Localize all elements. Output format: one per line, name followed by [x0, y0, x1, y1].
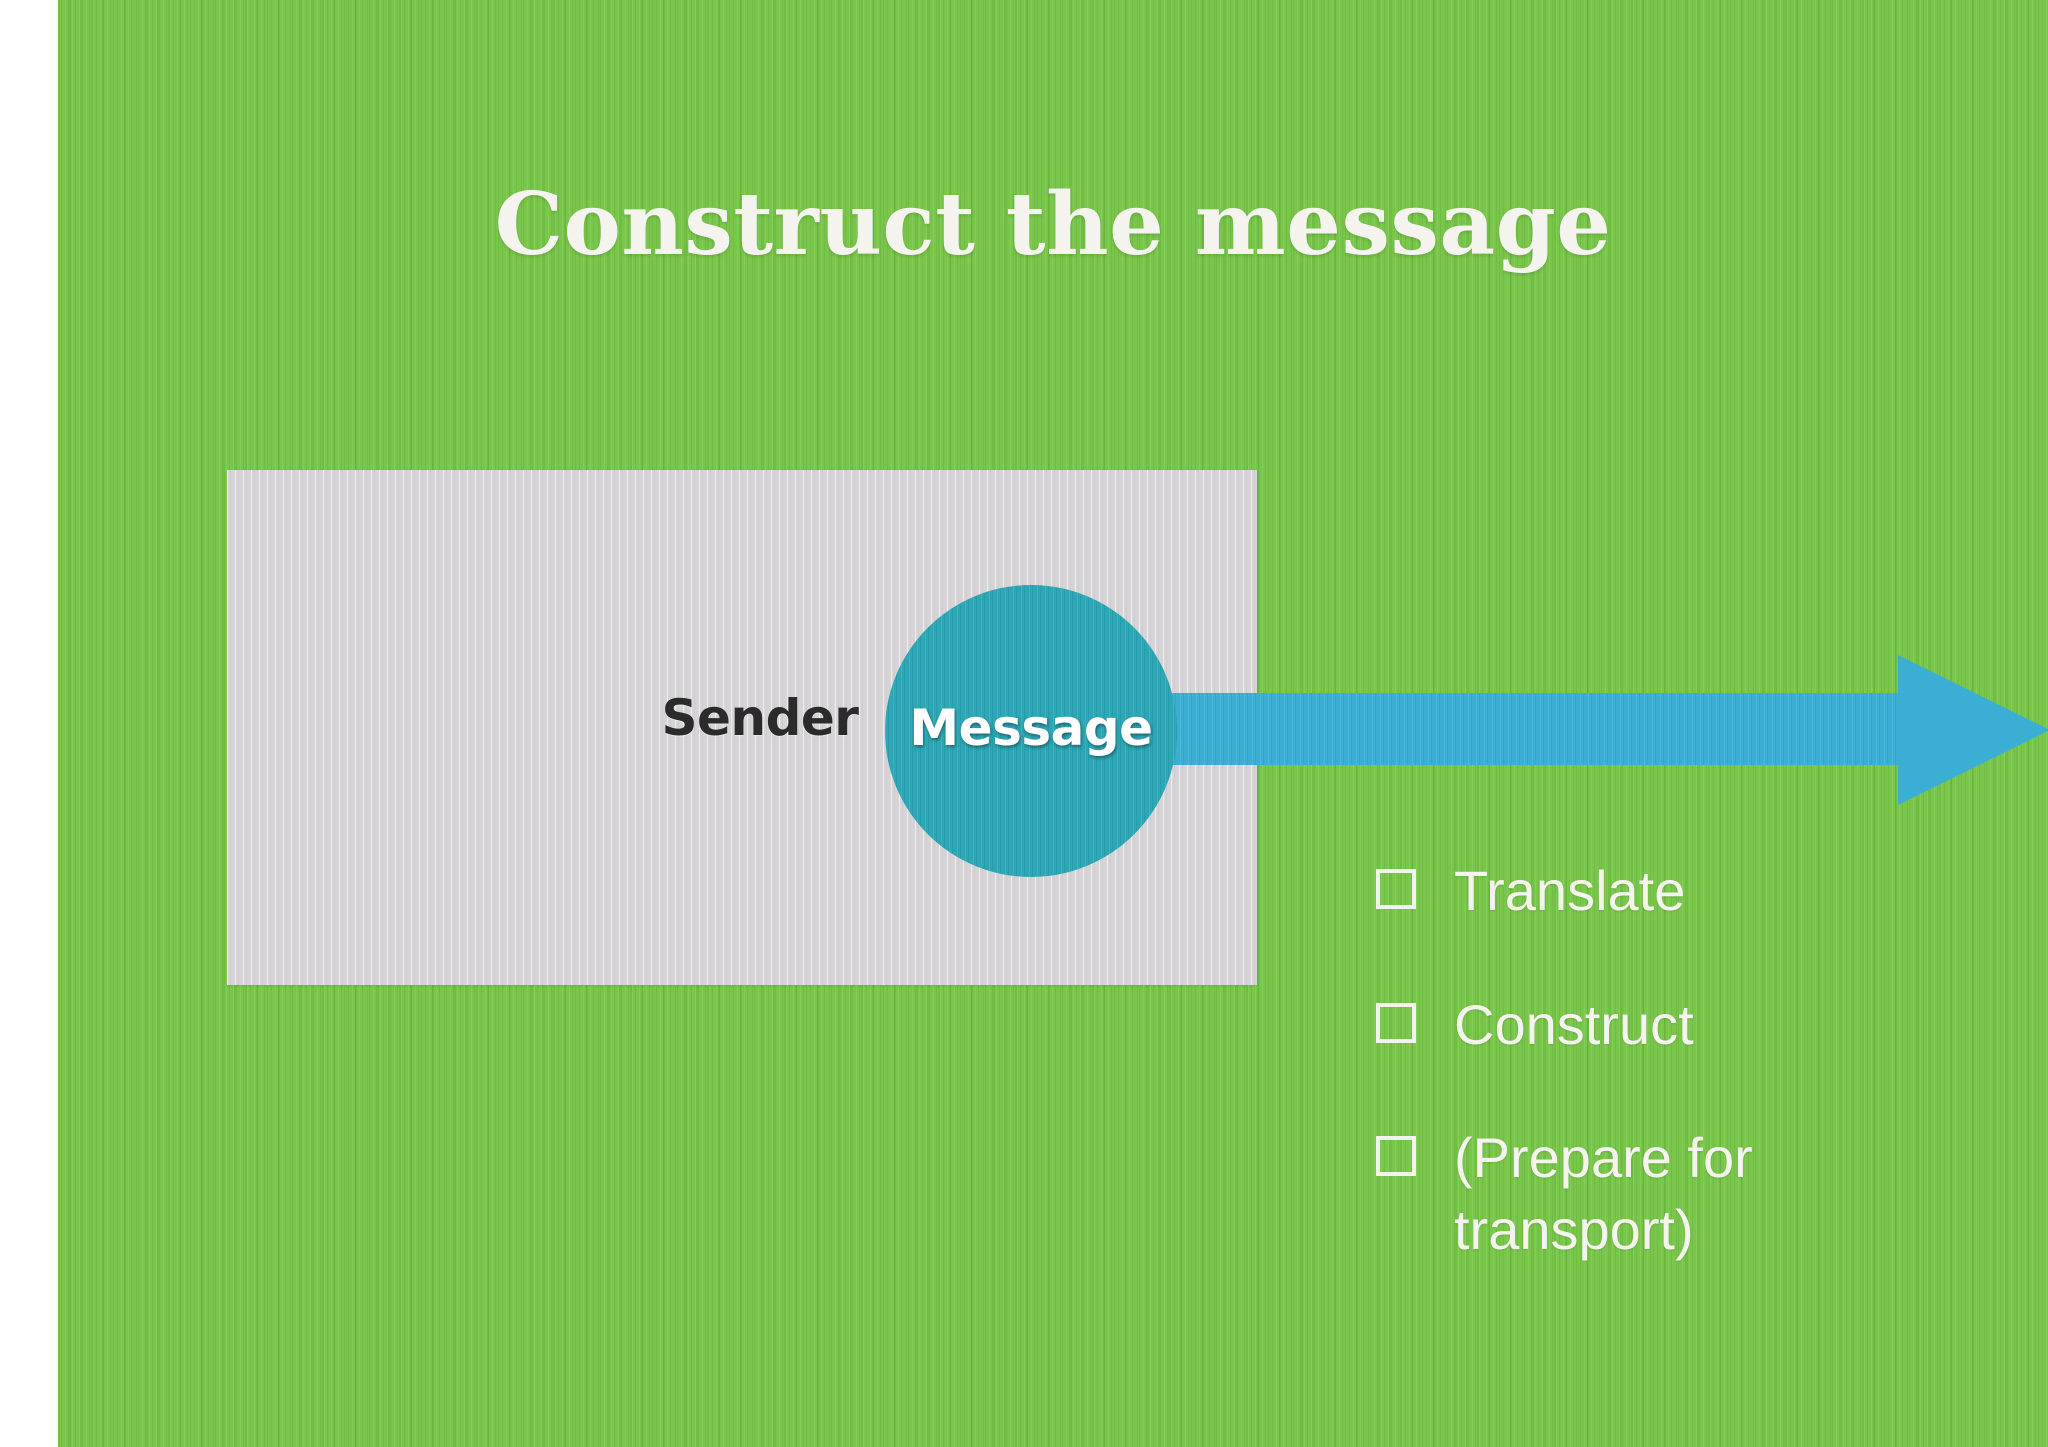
list-item[interactable]: (Prepare for transport)	[1376, 1122, 1996, 1265]
list-item[interactable]: Translate	[1376, 855, 1996, 927]
checkbox-icon[interactable]	[1376, 1002, 1416, 1043]
arrow-shaft	[1060, 693, 1940, 765]
checklist: Translate Construct (Prepare for transpo…	[1376, 855, 1996, 1328]
checkbox-icon[interactable]	[1376, 869, 1416, 909]
checkbox-icon[interactable]	[1376, 1136, 1416, 1177]
arrow-right-icon	[1898, 635, 2048, 825]
page-title: Construct the message	[494, 174, 1612, 275]
sender-label: Sender	[661, 689, 859, 747]
message-node: Message	[885, 585, 1177, 877]
list-item[interactable]: Construct	[1376, 989, 1996, 1061]
list-item-label: (Prepare for transport)	[1454, 1126, 1753, 1262]
list-item-label: Construct	[1454, 992, 1694, 1056]
message-label: Message	[909, 699, 1153, 757]
list-item-label: Translate	[1454, 859, 1686, 922]
